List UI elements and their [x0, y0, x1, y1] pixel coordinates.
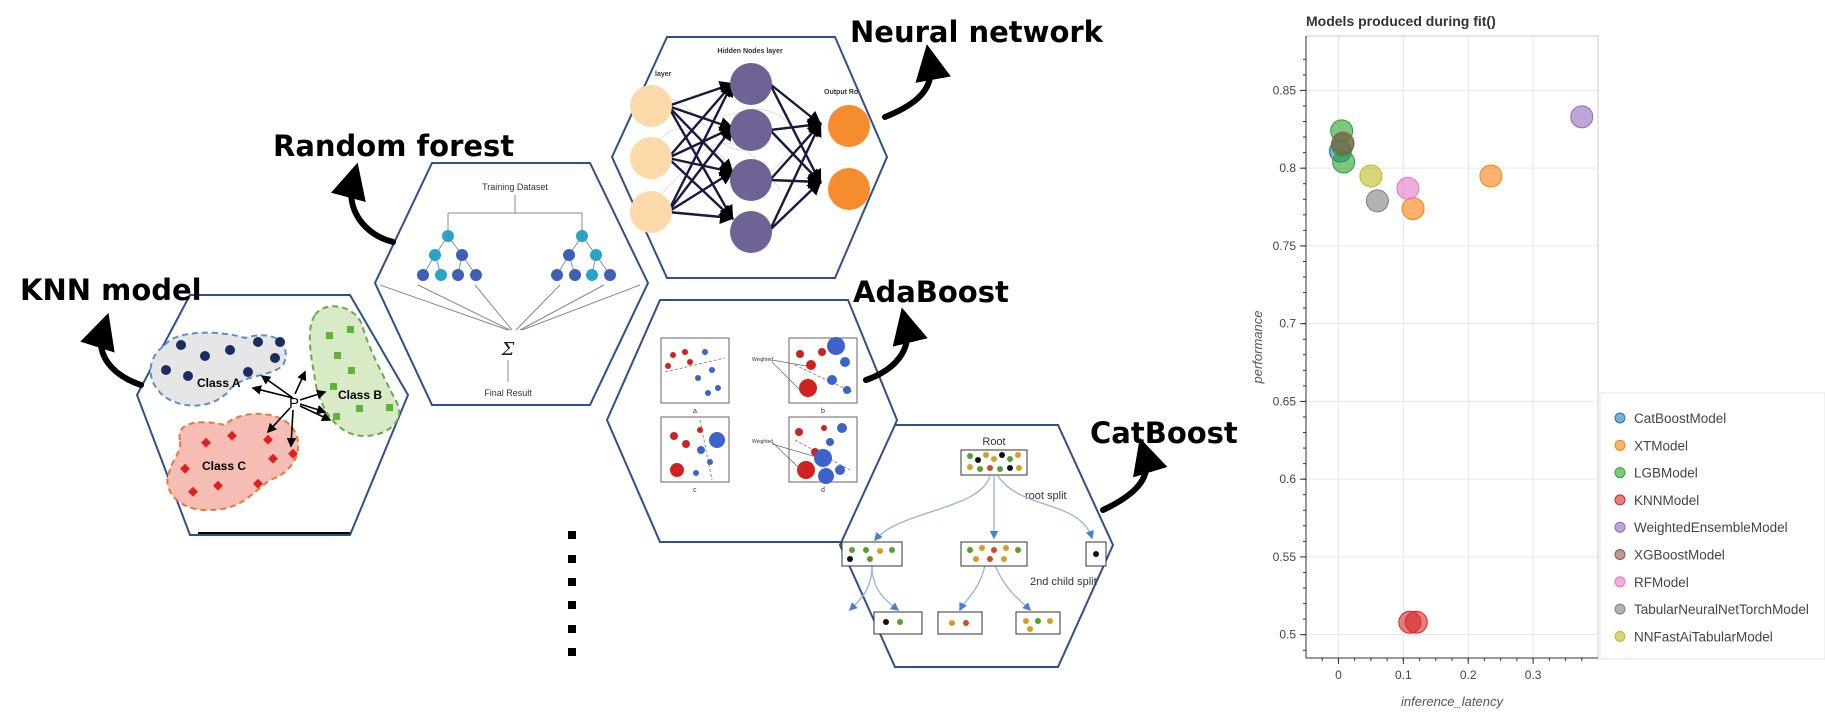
neural-network-panel: Hidden Nodes layer layer Output Ro [610, 36, 889, 279]
chart-title: Models produced during fit() [1306, 13, 1496, 29]
cat-child-split-label: 2nd child split [1030, 576, 1097, 588]
x-tick-label: 0.1 [1395, 668, 1412, 682]
legend-entry-knnmodel[interactable]: KNNModel [1634, 493, 1699, 508]
data-point-xtmodel[interactable] [1401, 197, 1425, 221]
ada-a-label: a [693, 408, 697, 415]
chart-ticks: 0 0.1 0.2 0.3 0.5 0.55 0.6 0.65 0.7 0.75 0.8 0.85 [1273, 58, 1583, 682]
random-forest-label: Random forest [273, 129, 514, 163]
catboost-arrow [1100, 437, 1168, 513]
x-tick-label: 0 [1335, 668, 1342, 682]
nn-output-layer-label: Output Ro [824, 89, 858, 96]
knn-panel: Class A Class B Class C P [135, 294, 410, 536]
rf-final-result-label: Final Result [484, 388, 532, 398]
nn-input-layer-label: layer [655, 71, 672, 78]
legend-swatch [1614, 494, 1626, 506]
ada-weighted-label-2: Weighted [752, 439, 773, 445]
neural-network-label: Neural network [850, 15, 1104, 49]
neural-network-arrow [882, 44, 951, 120]
legend-entry-xtmodel[interactable]: XTModel [1634, 438, 1688, 453]
y-axis-title: performance [1250, 311, 1265, 385]
x-tick-label: 0.2 [1460, 668, 1477, 682]
adaboost-arrow [863, 307, 928, 383]
legend-swatch [1614, 603, 1626, 615]
legend-entry-nnfastaitabularmodel[interactable]: NNFastAiTabularModel [1634, 629, 1773, 644]
knn-model-label: KNN model [20, 273, 202, 307]
data-point-rfmodel[interactable] [1396, 176, 1420, 200]
legend-entry-tabularneuralnettorchmodel[interactable]: TabularNeuralNetTorchModel [1634, 602, 1809, 617]
rf-training-dataset-label: Training Dataset [482, 182, 548, 192]
random-forest-panel: Training Dataset [373, 162, 650, 406]
legend-swatch [1614, 630, 1626, 642]
y-tick-label: 0.6 [1279, 472, 1296, 486]
data-point-knnmodel[interactable] [1404, 610, 1428, 634]
data-point-nnfastaitabularmodel[interactable] [1359, 164, 1383, 188]
legend-swatch [1614, 412, 1626, 424]
more-models-ellipsis [568, 531, 576, 656]
class-a-region [149, 331, 287, 407]
legend-swatch [1614, 439, 1626, 451]
legend-box [1599, 392, 1825, 660]
y-tick-label: 0.8 [1279, 161, 1296, 175]
y-tick-label: 0.7 [1279, 317, 1296, 331]
random-forest-hexagon [373, 162, 650, 406]
data-point-tabularneuralnettorchmodel[interactable] [1365, 189, 1389, 213]
data-point-weightedensemblemodel[interactable] [1570, 105, 1594, 129]
cat-root-split-label: root split [1025, 490, 1067, 502]
ada-weighted-label-1: Weighted [752, 357, 773, 363]
legend-swatch [1614, 521, 1626, 533]
legend-entry-weightedensemblemodel[interactable]: WeightedEnsembleModel [1634, 520, 1788, 535]
y-tick-label: 0.75 [1273, 239, 1297, 253]
legend-swatch [1614, 467, 1626, 479]
x-axis-title: inference_latency [1401, 694, 1504, 709]
y-tick-label: 0.65 [1273, 394, 1297, 408]
legend-swatch [1614, 576, 1626, 588]
data-point-xgboostmodel[interactable] [1331, 131, 1355, 155]
legend-entry-rfmodel[interactable]: RFModel [1634, 575, 1689, 590]
ada-c-label: c [693, 487, 697, 494]
chart-grid [1306, 36, 1598, 658]
chart-points [1328, 105, 1594, 634]
knn-class-c-label: Class C [202, 459, 246, 473]
cat-root-label: Root [982, 436, 1005, 448]
legend-entry-lgbmodel[interactable]: LGBModel [1634, 466, 1698, 481]
legend: CatBoostModelXTModelLGBModelKNNModelWeig… [1599, 392, 1825, 660]
knn-point-label: P [289, 395, 299, 412]
knn-arrow [80, 312, 144, 388]
random-forest-arrow [330, 162, 396, 245]
neural-network-hexagon [610, 36, 889, 279]
ada-d-label: d [821, 487, 825, 494]
adaboost-panel: a b c d Weighted Weighted [605, 299, 899, 543]
rf-sum-symbol: Σ [501, 339, 515, 360]
y-tick-label: 0.85 [1273, 83, 1297, 97]
y-tick-label: 0.55 [1273, 550, 1297, 564]
x-tick-label: 0.3 [1525, 668, 1542, 682]
legend-entry-catboostmodel[interactable]: CatBoostModel [1634, 411, 1726, 426]
data-point-xtmodel[interactable] [1479, 164, 1503, 188]
ada-b-label: b [821, 408, 825, 415]
legend-entry-xgboostmodel[interactable]: XGBoostModel [1634, 548, 1725, 563]
knn-class-b-label: Class B [338, 388, 382, 402]
knn-class-a-label: Class A [197, 376, 241, 390]
nn-hidden-layer-label: Hidden Nodes layer [717, 48, 783, 55]
legend-swatch [1614, 549, 1626, 560]
catboost-panel: Root root split [838, 424, 1115, 668]
y-tick-label: 0.5 [1279, 628, 1296, 642]
catboost-label: CatBoost [1090, 416, 1238, 450]
adaboost-label: AdaBoost [853, 275, 1009, 309]
